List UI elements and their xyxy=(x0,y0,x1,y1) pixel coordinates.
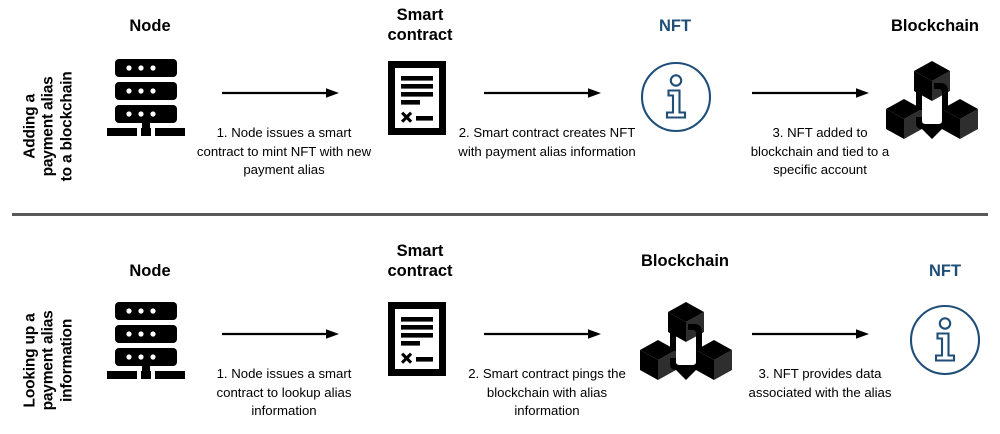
stage-title-smart-contract-r2: Smart contract xyxy=(387,242,453,280)
step-caption-r2-s2: 2. Smart contract pings the blockchain w… xyxy=(468,366,626,419)
smart-contract-icon-r1 xyxy=(386,59,448,137)
stage-title-node-r2: Node xyxy=(129,262,171,280)
arrow-right-icon-r1-s2 xyxy=(484,86,602,105)
stage-title-node-r1: Node xyxy=(129,17,171,35)
node-icon-r1 xyxy=(105,57,195,137)
step-caption-r2-s3: 3. NFT provides data associated with the… xyxy=(748,366,892,400)
step-caption-r2-s1: 1. Node issues a smart contract to looku… xyxy=(216,366,352,419)
arrow-right-icon-r2-s3 xyxy=(752,327,870,346)
stage-title-nft-r1: NFT xyxy=(658,17,692,35)
step-caption-r1-s1: 1. Node issues a smart contract to mint … xyxy=(196,125,372,178)
section-divider xyxy=(12,213,988,216)
stage-title-blockchain-r1: Blockchain xyxy=(890,17,980,35)
blockchain-icon-r1 xyxy=(886,55,978,143)
stage-title-nft-r2: NFT xyxy=(928,262,962,280)
row-label-adding: Adding a payment alias to a blockchain xyxy=(21,71,76,182)
arrow-right-icon-r1-s3 xyxy=(752,86,870,105)
stage-title-smart-contract-r1: Smart contract xyxy=(387,6,453,44)
step-caption-r1-s3: 3. NFT added to blockchain and tied to a… xyxy=(750,125,890,178)
step-caption-r1-s2: 2. Smart contract creates NFT with payme… xyxy=(458,125,636,159)
node-icon-r2 xyxy=(105,300,195,380)
blockchain-icon-r2 xyxy=(640,296,732,384)
nft-info-icon-r1 xyxy=(639,60,713,134)
arrow-right-icon-r2-s2 xyxy=(484,327,602,346)
row-label-lookup: Looking up a payment alias information xyxy=(21,310,76,411)
arrow-right-icon-r1-s1 xyxy=(222,86,340,105)
stage-title-blockchain-r2: Blockchain xyxy=(640,252,730,270)
nft-info-icon-r2 xyxy=(908,303,982,377)
arrow-right-icon-r2-s1 xyxy=(222,327,340,346)
smart-contract-icon-r2 xyxy=(386,300,448,378)
